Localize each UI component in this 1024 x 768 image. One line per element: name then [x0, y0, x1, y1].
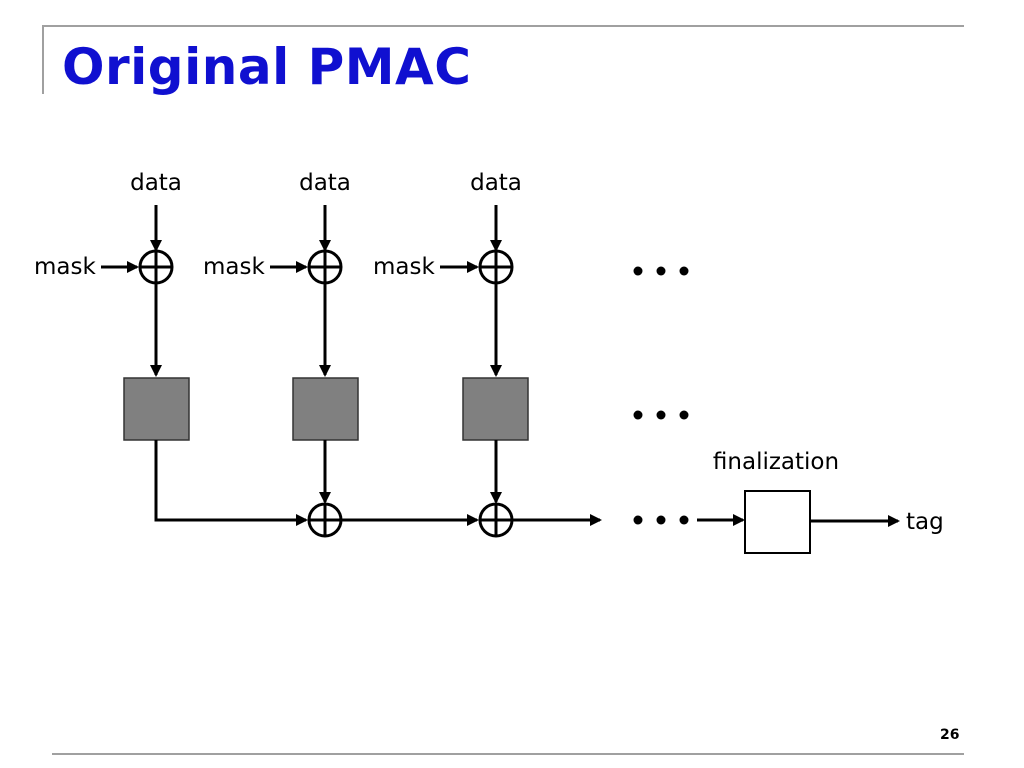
slide-title: Original PMAC [62, 38, 472, 96]
data-label-2: data [299, 170, 351, 196]
finalization-block [744, 490, 811, 554]
xor-mask-1 [138, 249, 174, 285]
ellipsis-sum-row [633, 515, 689, 525]
xor-mask-2 [307, 249, 343, 285]
cipher-block-1 [123, 377, 190, 441]
cipher-block-2 [292, 377, 359, 441]
xor-sum-3 [478, 502, 514, 538]
mask-label-2: mask [203, 254, 265, 280]
mask-label-1: mask [34, 254, 96, 280]
ellipsis-mask-row [633, 266, 689, 276]
xor-sum-2 [307, 502, 343, 538]
data-label-3: data [470, 170, 522, 196]
ellipsis-block-row [633, 410, 689, 420]
mask-label-3: mask [373, 254, 435, 280]
data-label-1: data [130, 170, 182, 196]
xor-mask-3 [478, 249, 514, 285]
tag-label: tag [906, 509, 944, 535]
page-number: 26 [940, 727, 960, 743]
pmac-column-2: data mask [203, 170, 359, 441]
pmac-column-1: data mask [34, 170, 190, 441]
pmac-column-3: data mask [373, 170, 529, 441]
block1-to-sum-arrow [154, 440, 308, 526]
finalization-label: finalization [713, 449, 839, 475]
cipher-block-3 [462, 377, 529, 441]
